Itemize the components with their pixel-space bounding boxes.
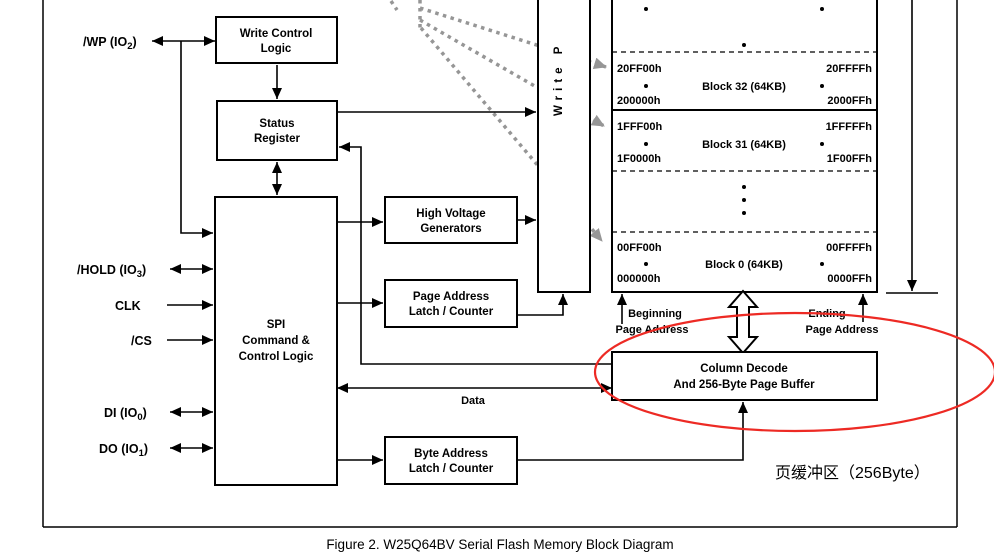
status-register-box [216, 100, 338, 161]
memory-ellipsis-dots [644, 7, 824, 215]
status-register-label: Status [259, 118, 294, 130]
memory-array-box [611, 0, 878, 293]
block32-right-dot [820, 84, 824, 88]
block31-name: Block 31 (64KB) [702, 139, 786, 151]
block32-bottom-left-address: 200000h [617, 95, 661, 107]
dotted-stub-corner [389, 0, 399, 11]
memory-block-32: 20FF00h 200000h Block 32 (64KB) 20FFFFh … [617, 63, 872, 107]
di-signal-label: DI (IO0) [104, 406, 147, 423]
block31-top-right-address: 1FFFFFh [826, 121, 873, 133]
wires [152, 0, 938, 465]
block32-bottom-right-address: 2000FFh [827, 95, 872, 107]
page-address-latch-box [384, 279, 518, 328]
high-voltage-generators-box [384, 196, 518, 244]
signal-labels: /WP (IO2) /HOLD (IO3) CLK /CS DI (IO0) D… [77, 35, 152, 459]
block0-left-dot [644, 262, 648, 266]
block31-top-left-address: 1FFF00h [617, 121, 663, 133]
memory-block-0: 00FF00h 000000h Block 0 (64KB) 00FFFFh 0… [617, 242, 872, 285]
wp-signal-label: /WP (IO2) [83, 35, 137, 52]
memory-array: 20FF00h 200000h Block 32 (64KB) 20FFFFh … [611, 0, 878, 293]
write-protect-label: Write P [553, 42, 565, 116]
svg-text:Register: Register [254, 133, 301, 145]
byte-address-latch-box [384, 436, 518, 485]
memory-columndecode-double-arrow [726, 289, 760, 355]
spi-command-control-label: SPI [267, 319, 286, 331]
block31-left-dot [644, 142, 648, 146]
block32-left-dot [644, 84, 648, 88]
hold-signal-label: /HOLD (IO3) [77, 263, 146, 280]
block0-right-dot [820, 262, 824, 266]
data-bus-label: Data [461, 395, 486, 407]
clk-signal-label: CLK [115, 299, 141, 313]
wire-wp-branch-to-spi [180, 41, 213, 238]
write-control-logic-box [215, 16, 338, 64]
block31-bottom-right-address: 1F00FFh [827, 153, 873, 165]
column-decode-label-line2: And 256-Byte Page Buffer [673, 379, 815, 391]
page-buffer-annotation: 页缓冲区（256Byte） [775, 464, 930, 482]
spi-command-control-box [214, 196, 338, 486]
write-control-logic-label: Write Control [240, 28, 313, 40]
page-address-latch-label: Page Address [413, 291, 489, 303]
do-signal-label: DO (IO1) [99, 442, 148, 459]
logic-blocks: Write Control Logic Status Register SPI … [214, 0, 591, 486]
block0-bottom-left-address: 000000h [617, 273, 661, 285]
block32-name: Block 32 (64KB) [702, 81, 786, 93]
memory-block-31: 1FFF00h 1F0000h Block 31 (64KB) 1FFFFFh … [617, 121, 872, 165]
svg-text:Generators: Generators [420, 223, 481, 235]
block32-top-left-address: 20FF00h [617, 63, 662, 75]
svg-text:Latch / Counter: Latch / Counter [409, 463, 494, 475]
wire-columndecode-to-status [339, 142, 612, 365]
wire-byteaddr-to-columndecode [517, 402, 748, 461]
cs-signal-label: /CS [131, 334, 152, 348]
block31-right-dot [820, 142, 824, 146]
beginning-page-label-line1: Beginning [628, 308, 682, 320]
block31-bottom-left-address: 1F0000h [617, 153, 661, 165]
svg-text:Control Logic: Control Logic [239, 351, 314, 363]
ending-page-label-line2: Page Address [806, 324, 879, 336]
block32-top-right-address: 20FFFFh [826, 63, 872, 75]
column-decode-label-line1: Column Decode [700, 363, 788, 375]
block0-top-left-address: 00FF00h [617, 242, 662, 254]
byte-address-latch-label: Byte Address [414, 448, 488, 460]
svg-text:Latch / Counter: Latch / Counter [409, 306, 494, 318]
column-decode-box [611, 351, 878, 401]
wire-pageaddr-to-writeprotect [517, 294, 568, 316]
block0-top-right-address: 00FFFFh [826, 242, 872, 254]
block0-bottom-right-address: 0000FFh [827, 273, 872, 285]
high-voltage-generators-label: High Voltage [416, 208, 485, 220]
svg-text:Logic: Logic [261, 43, 292, 55]
block0-name: Block 0 (64KB) [705, 259, 783, 271]
figure-caption: Figure 2. W25Q64BV Serial Flash Memory B… [326, 537, 673, 552]
write-protect-box [537, 0, 591, 293]
red-annotation-ellipse [593, 311, 994, 433]
svg-text:Command &: Command & [242, 335, 310, 347]
